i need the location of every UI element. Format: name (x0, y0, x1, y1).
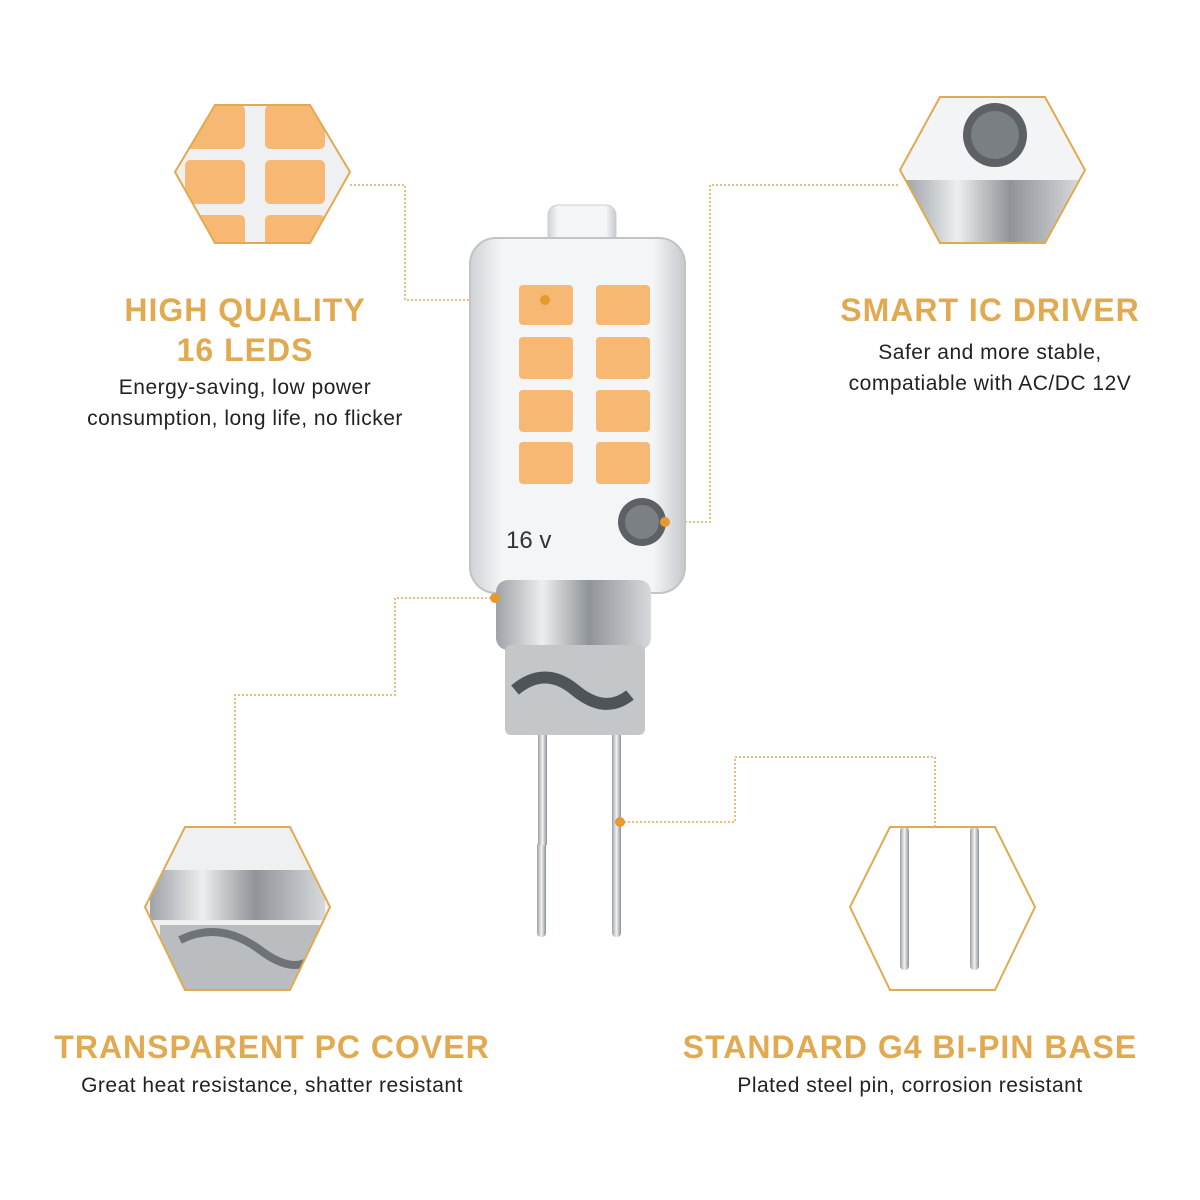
pin-right (612, 842, 621, 937)
leader-line-driver (665, 184, 900, 523)
title-line: HIGH QUALITY (124, 292, 366, 328)
leader-line-cover (234, 597, 495, 827)
desc-line: Great heat resistance, shatter resistant (81, 1074, 463, 1097)
title-line: TRANSPARENT PC COVER (54, 1029, 490, 1065)
desc-line: compatiable with AC/DC 12V (848, 372, 1132, 395)
title-line: SMART IC DRIVER (840, 292, 1140, 328)
hexagon-cover-closeup (143, 826, 332, 991)
feature-desc-driver: Safer and more stable, compatiable with … (765, 337, 1200, 399)
feature-title-base: STANDARD G4 BI-PIN BASE (640, 1027, 1180, 1067)
desc-line: consumption, long life, no flicker (87, 407, 403, 430)
bulb-voltage-label: 16 v (506, 527, 551, 554)
hexagon-leds-closeup (173, 104, 352, 244)
desc-line: Energy-saving, low power (118, 376, 372, 399)
g4-led-bulb: 16 v (469, 204, 686, 937)
feature-desc-leds: Energy-saving, low power consumption, lo… (20, 372, 470, 434)
desc-line: Safer and more stable, (878, 341, 1102, 364)
title-line: 16 LEDS (176, 332, 314, 368)
feature-title-cover: TRANSPARENT PC COVER (22, 1027, 522, 1067)
feature-title-driver: SMART IC DRIVER (790, 290, 1190, 330)
feature-desc-base: Plated steel pin, corrosion resistant (660, 1070, 1160, 1101)
hexagon-driver-closeup (898, 96, 1087, 244)
led-array (519, 285, 650, 484)
feature-desc-cover: Great heat resistance, shatter resistant (22, 1070, 522, 1101)
pin-left (537, 842, 546, 937)
hexagon-pins-closeup (848, 826, 1037, 991)
leader-line-pins (620, 756, 936, 827)
title-line: STANDARD G4 BI-PIN BASE (682, 1029, 1138, 1065)
callout-dots (490, 295, 670, 827)
desc-line: Plated steel pin, corrosion resistant (737, 1074, 1083, 1097)
feature-title-leds: HIGH QUALITY 16 LEDS (45, 290, 445, 370)
